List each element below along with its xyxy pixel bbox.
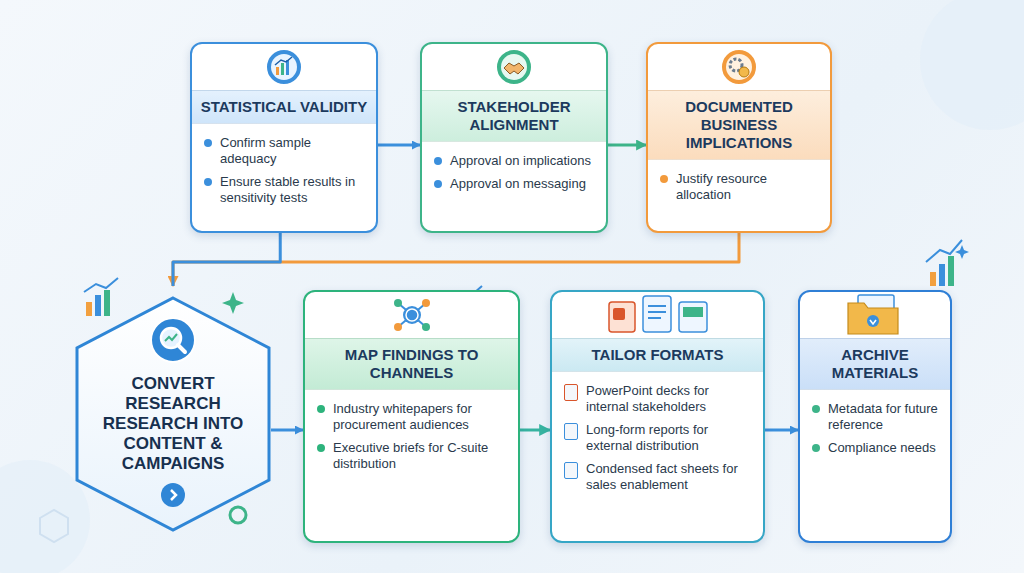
icon-holder bbox=[552, 292, 763, 338]
bullet-text: Long-form reports for external distribut… bbox=[586, 422, 753, 454]
flow-connector bbox=[765, 429, 798, 432]
icon bbox=[390, 295, 434, 335]
bullet-item: PowerPoint decks for internal stakeholde… bbox=[564, 383, 753, 415]
flow-connector bbox=[520, 429, 550, 432]
bullet-item: Approval on messaging bbox=[434, 176, 596, 192]
bullet-text: Compliance needs bbox=[828, 440, 936, 456]
bullet-text: Executive briefs for C-suite distributio… bbox=[333, 440, 508, 472]
box-body: Approval on implicationsApproval on mess… bbox=[422, 142, 606, 209]
bullet-item: Industry whitepapers for procurement aud… bbox=[317, 401, 508, 433]
box-heading: TAILOR FORMATS bbox=[552, 338, 763, 372]
hexagon-content: CONVERT RESEARCH RESEARCH INTO CONTENT &… bbox=[75, 286, 271, 542]
box-body: Confirm sample adequacyEnsure stable res… bbox=[192, 124, 376, 223]
box-body: Justify resource allocation bbox=[648, 160, 830, 220]
bullet-item: Confirm sample adequacy bbox=[204, 135, 366, 167]
flow-connector bbox=[378, 144, 420, 147]
icon-holder bbox=[149, 316, 197, 368]
flow-connector bbox=[608, 144, 646, 147]
process-box: STATISTICAL VALIDITYConfirm sample adequ… bbox=[190, 42, 378, 233]
bullet-item: Metadata for future reference bbox=[812, 401, 940, 433]
bullet-text: Condensed fact sheets for sales enableme… bbox=[586, 461, 753, 493]
ring bbox=[230, 507, 246, 523]
node-title: CONVERT RESEARCH RESEARCH INTO CONTENT &… bbox=[93, 374, 253, 474]
icon bbox=[264, 47, 304, 87]
bullet-dot bbox=[434, 180, 442, 188]
box-body: Metadata for future referenceCompliance … bbox=[800, 390, 950, 473]
bullet-item: Approval on implications bbox=[434, 153, 596, 169]
icon-holder bbox=[160, 482, 186, 512]
bullet-text: PowerPoint decks for internal stakeholde… bbox=[586, 383, 753, 415]
bullet-dot bbox=[812, 405, 820, 413]
hexagon-outline bbox=[40, 510, 68, 542]
box-body: PowerPoint decks for internal stakeholde… bbox=[552, 372, 763, 510]
bullet-dot bbox=[660, 175, 668, 183]
chevron-button bbox=[160, 482, 186, 508]
mini-bar-chart bbox=[84, 278, 118, 316]
flow-connector bbox=[173, 233, 739, 286]
bg-blob bbox=[920, 0, 1024, 130]
box-heading: DOCUMENTED BUSINESS IMPLICATIONS bbox=[648, 90, 830, 160]
box-heading: STAKEHOLDER ALIGNMENT bbox=[422, 90, 606, 142]
document-icon bbox=[564, 423, 578, 440]
bullet-dot bbox=[434, 157, 442, 165]
icon bbox=[603, 294, 713, 336]
bullet-dot bbox=[812, 444, 820, 452]
box-heading: STATISTICAL VALIDITY bbox=[192, 90, 376, 124]
bullet-text: Approval on messaging bbox=[450, 176, 586, 192]
bullet-item: Long-form reports for external distribut… bbox=[564, 422, 753, 454]
flow-connector bbox=[173, 233, 280, 286]
bullet-dot bbox=[204, 139, 212, 147]
hexagon-node: CONVERT RESEARCH RESEARCH INTO CONTENT &… bbox=[75, 286, 271, 542]
bullet-text: Metadata for future reference bbox=[828, 401, 940, 433]
bullet-text: Confirm sample adequacy bbox=[220, 135, 366, 167]
icon-holder bbox=[648, 44, 830, 90]
icon-holder bbox=[800, 292, 950, 338]
icon bbox=[494, 47, 534, 87]
document-icon bbox=[564, 384, 578, 401]
bullet-dot bbox=[317, 405, 325, 413]
bullet-item: Compliance needs bbox=[812, 440, 940, 456]
process-box: STAKEHOLDER ALIGNMENTApproval on implica… bbox=[420, 42, 608, 233]
box-body: Industry whitepapers for procurement aud… bbox=[305, 390, 518, 489]
box-heading: MAP FINDINGS TO CHANNELS bbox=[305, 338, 518, 390]
icon-holder bbox=[305, 292, 518, 338]
bullet-item: Justify resource allocation bbox=[660, 171, 820, 203]
flow-connector bbox=[271, 429, 303, 432]
bullet-text: Justify resource allocation bbox=[676, 171, 820, 203]
document-icon bbox=[564, 462, 578, 479]
bullet-dot bbox=[204, 178, 212, 186]
process-box: DOCUMENTED BUSINESS IMPLICATIONS Justify … bbox=[646, 42, 832, 233]
bullet-text: Approval on implications bbox=[450, 153, 591, 169]
mini-bar-chart bbox=[926, 240, 962, 286]
bullet-item: Condensed fact sheets for sales enableme… bbox=[564, 461, 753, 493]
process-box: ARCHIVE MATERIALSMetadata for future ref… bbox=[798, 290, 952, 543]
bullet-item: Ensure stable results in sensitivity tes… bbox=[204, 174, 366, 206]
bullet-text: Industry whitepapers for procurement aud… bbox=[333, 401, 508, 433]
bullet-dot bbox=[317, 444, 325, 452]
icon bbox=[840, 293, 910, 337]
icon bbox=[719, 47, 759, 87]
process-box: TAILOR FORMATS PowerPoint decks for inter… bbox=[550, 290, 765, 543]
icon-holder bbox=[422, 44, 606, 90]
process-box: MAP FINDINGS TO CHANNELS Industry whitepa… bbox=[303, 290, 520, 543]
icon-holder bbox=[192, 44, 376, 90]
box-heading: ARCHIVE MATERIALS bbox=[800, 338, 950, 390]
icon bbox=[149, 316, 197, 364]
bullet-item: Executive briefs for C-suite distributio… bbox=[317, 440, 508, 472]
bullet-text: Ensure stable results in sensitivity tes… bbox=[220, 174, 366, 206]
